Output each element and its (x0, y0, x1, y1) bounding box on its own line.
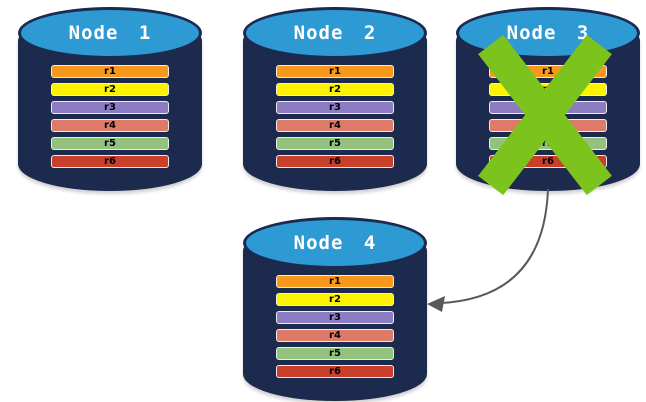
failure-x-icon (478, 34, 612, 196)
row-r4: r4 (276, 329, 394, 342)
row-r3: r3 (51, 101, 169, 114)
node-1-cylinder: Node 1 r1 r2 r3 r4 r5 r6 (18, 7, 202, 191)
row-r3: r3 (276, 311, 394, 324)
row-r2: r2 (276, 293, 394, 306)
node-label: Node 3 (506, 22, 590, 44)
cylinder-top-ellipse (243, 217, 427, 269)
node-2-cylinder: Node 2 r1 r2 r3 r4 r5 r6 (243, 7, 427, 191)
node-label: Node 4 (293, 232, 377, 254)
arrow-curve (439, 188, 549, 304)
row-r6: r6 (276, 365, 394, 378)
row-r1: r1 (276, 275, 394, 288)
row-r5: r5 (276, 137, 394, 150)
node-label: Node 2 (293, 22, 377, 44)
cylinder-top-ellipse (243, 7, 427, 59)
row-list: r1 r2 r3 r4 r5 r6 (276, 65, 394, 168)
node-label: Node 1 (68, 22, 152, 44)
row-r5: r5 (51, 137, 169, 150)
arrow-head (427, 296, 445, 312)
row-r3: r3 (276, 101, 394, 114)
row-r4: r4 (51, 119, 169, 132)
row-r6: r6 (276, 155, 394, 168)
row-list: r1 r2 r3 r4 r5 r6 (51, 65, 169, 168)
node-3-cylinder: Node 3 r1 r2 r3 r4 r5 r6 (456, 7, 640, 196)
row-r4: r4 (276, 119, 394, 132)
node-4-cylinder: Node 4 r1 r2 r3 r4 r5 r6 (243, 217, 427, 401)
row-r5: r5 (276, 347, 394, 360)
row-r6: r6 (51, 155, 169, 168)
row-r2: r2 (51, 83, 169, 96)
row-r1: r1 (276, 65, 394, 78)
row-r1: r1 (51, 65, 169, 78)
row-list: r1 r2 r3 r4 r5 r6 (276, 275, 394, 378)
cylinder-top-ellipse (18, 7, 202, 59)
cylinder-top-ellipse (456, 7, 640, 59)
row-r2: r2 (276, 83, 394, 96)
